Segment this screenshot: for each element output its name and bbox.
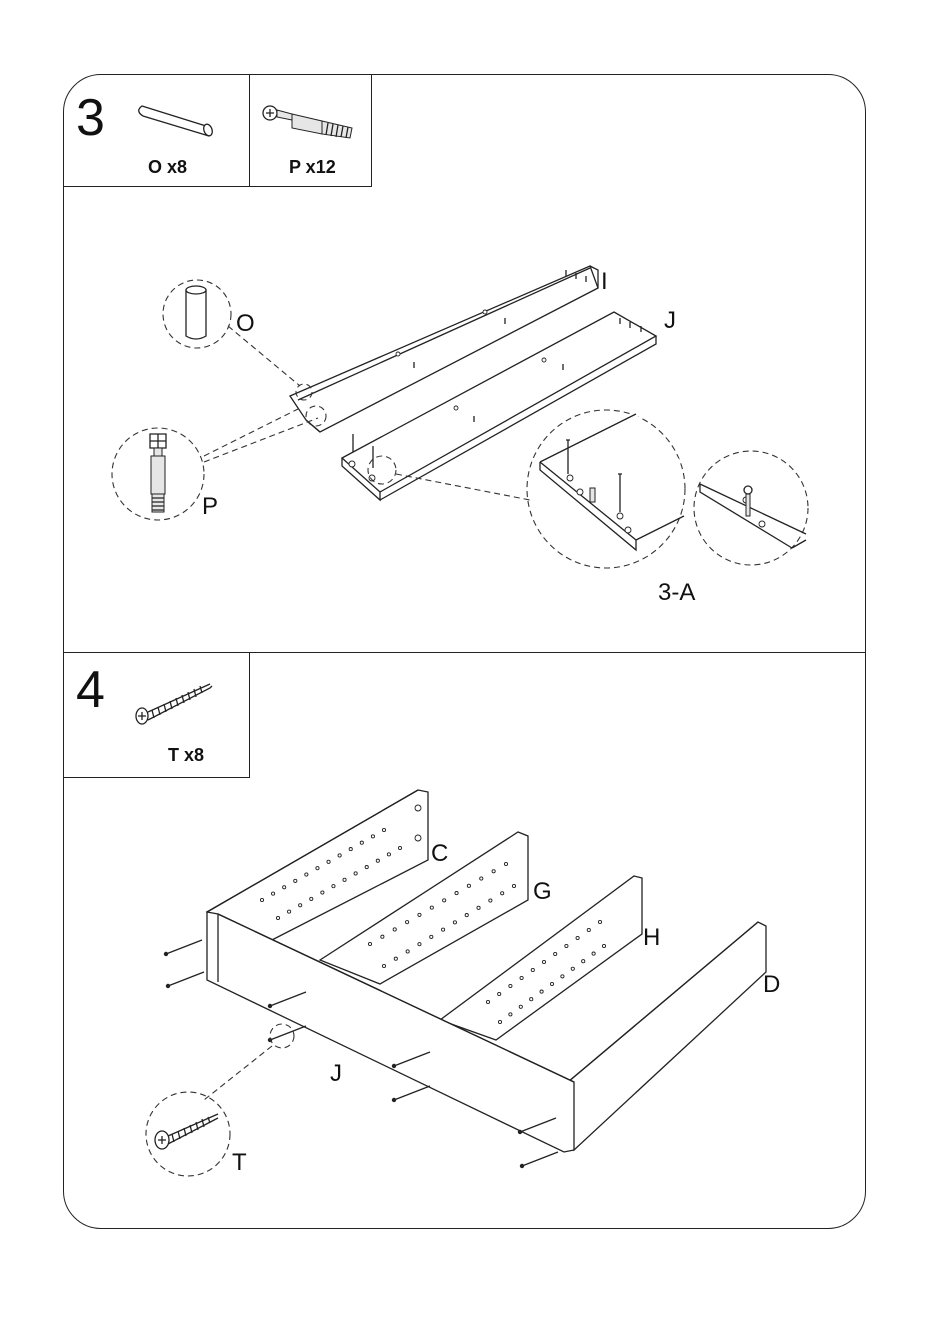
wood-dowel-icon [139, 106, 214, 137]
screw-icon [136, 684, 212, 724]
shelf-hole [512, 884, 515, 887]
shelf-hole [443, 899, 446, 902]
shelf-hole [382, 964, 385, 967]
screw-marker [166, 940, 202, 954]
shelf-hole [486, 1000, 489, 1003]
detail-3a-small-content [700, 484, 806, 548]
shelf-hole [480, 877, 483, 880]
dowel-detail-icon [186, 286, 206, 339]
cam-bolt-icon [263, 106, 352, 138]
shelf-hole [368, 942, 371, 945]
screw-head [392, 1064, 396, 1068]
shelf-hole [492, 870, 495, 873]
screw-head [518, 1130, 522, 1134]
shelf-hole [467, 884, 470, 887]
screw-marker [522, 1152, 558, 1166]
shelf-hole [565, 944, 568, 947]
shelf-hole [587, 928, 590, 931]
shelf-hole [381, 935, 384, 938]
shelf-hole [582, 960, 585, 963]
screw-head [164, 952, 168, 956]
shelf-hole [465, 913, 468, 916]
shelf-hole [305, 873, 308, 876]
shelf-hole [571, 967, 574, 970]
shelf-hole [316, 867, 319, 870]
screw-head [166, 984, 170, 988]
shelf-hole [360, 841, 363, 844]
shelf-hole [276, 916, 279, 919]
shelf-hole [283, 886, 286, 889]
shelf-hole [430, 906, 433, 909]
shelf-hole [418, 913, 421, 916]
shelf-hole [371, 835, 374, 838]
shelf-hole [561, 975, 564, 978]
shelf-hole [504, 862, 507, 865]
shelf-hole [509, 984, 512, 987]
shelf-hole [520, 976, 523, 979]
shelf-hole [382, 828, 385, 831]
shelf-hole [498, 992, 501, 995]
shelf-hole [453, 921, 456, 924]
cam-bolt-detail-icon [150, 434, 166, 512]
shelf-hole [294, 879, 297, 882]
shelf-hole [349, 847, 352, 850]
shelf-hole [501, 892, 504, 895]
shelf-hole [530, 998, 533, 1001]
shelf-hole [455, 891, 458, 894]
shelf-hole [441, 928, 444, 931]
screw-marker [168, 972, 204, 986]
shelf-hole [321, 891, 324, 894]
shelf-hole [393, 928, 396, 931]
shelf-hole [550, 982, 553, 985]
screw-head [520, 1164, 524, 1168]
shelf-hole [271, 892, 274, 895]
shelf-hole [260, 898, 263, 901]
shelf-hole [299, 904, 302, 907]
shelf-hole [387, 853, 390, 856]
shelf-hole [365, 865, 368, 868]
shelf-hole [602, 944, 605, 947]
shelf-hole [477, 906, 480, 909]
shelf-hole [430, 935, 433, 938]
shelf-hole [338, 854, 341, 857]
shelf-hole [540, 990, 543, 993]
screw-head [392, 1098, 396, 1102]
shelf-hole [554, 952, 557, 955]
screw-marker [394, 1086, 430, 1100]
shelf-hole [310, 897, 313, 900]
screw-marker [270, 1026, 306, 1040]
shelf-hole [343, 878, 346, 881]
shelf-hole [531, 968, 534, 971]
shelf-hole [354, 872, 357, 875]
shelf-hole [418, 943, 421, 946]
shelf-hole [394, 957, 397, 960]
screw-head [268, 1004, 272, 1008]
shelf-hole [498, 1020, 501, 1023]
shelf-hole [332, 885, 335, 888]
shelf-hole [287, 910, 290, 913]
shelf-hole [576, 936, 579, 939]
shelf-hole [489, 899, 492, 902]
shelf-hole [519, 1005, 522, 1008]
shelf-hole [327, 860, 330, 863]
shelf-hole [509, 1013, 512, 1016]
shelf-hole [376, 859, 379, 862]
shelf-hole [405, 921, 408, 924]
shelf-hole [542, 960, 545, 963]
shelf-hole [592, 952, 595, 955]
screw-detail-icon [155, 1114, 218, 1149]
shelf-hole [398, 846, 401, 849]
shelf-hole [598, 920, 601, 923]
shelf-hole [406, 950, 409, 953]
